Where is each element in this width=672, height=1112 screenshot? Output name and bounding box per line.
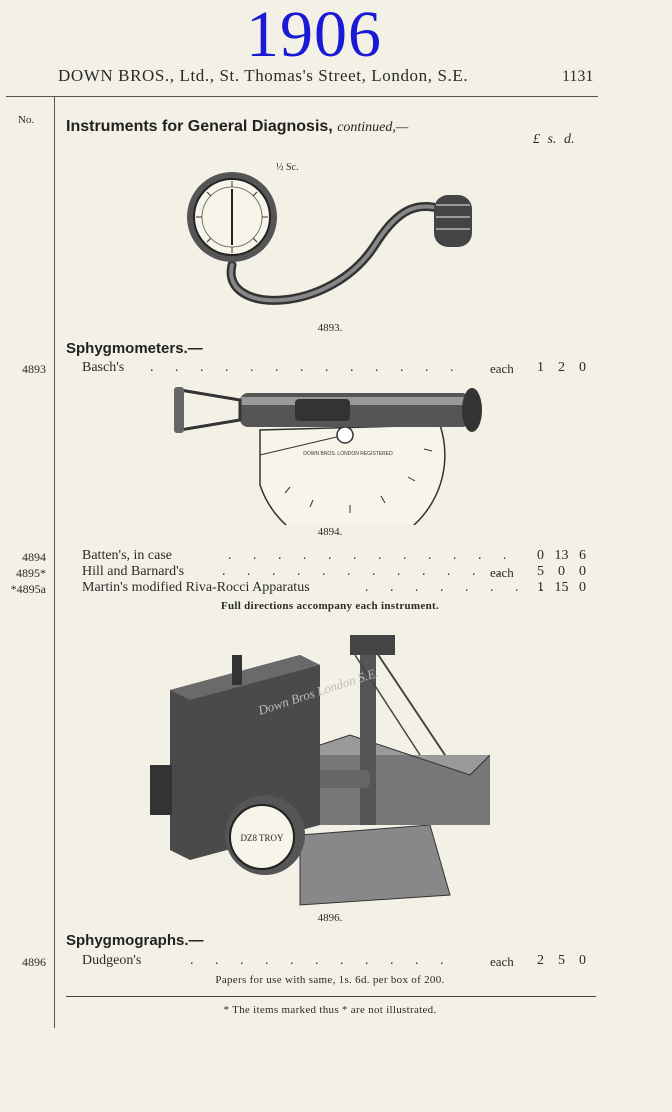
figure-scale: ½ Sc.: [276, 162, 299, 173]
year-stamp: 1906: [246, 0, 382, 71]
price-pence: 0: [579, 564, 586, 579]
page-number: 1131: [562, 68, 594, 85]
header-rule: [6, 96, 598, 97]
item-unit: each: [490, 361, 514, 376]
figure-4896-illustration: Down Bros London S.E. DZ8 TROY: [150, 635, 491, 906]
item-unit: each: [490, 565, 514, 580]
figure-4894-illustration: DOWN BROS. LONDON REGISTERED: [174, 387, 482, 525]
figure-4893-illustration: [187, 172, 472, 305]
price-pounds: 1: [537, 360, 544, 375]
footnote: * The items marked thus * are not illust…: [223, 1004, 437, 1016]
item-price: 0 13 6: [530, 548, 600, 564]
leader-dots: . . . . . . . . . . .: [190, 953, 453, 968]
sphygmographs-heading: Sphygmographs.—: [66, 932, 204, 949]
price-pounds: 2: [537, 953, 544, 968]
dial-lettering: DZ8 TROY: [240, 833, 284, 843]
number-column-heading: No.: [18, 114, 35, 126]
footnote-rule: [66, 996, 596, 997]
section-title: Instruments for General Diagnosis, conti…: [66, 118, 408, 136]
leader-dots: . . . . . . . . . . . .: [222, 564, 510, 579]
price-pence: 0: [579, 360, 586, 375]
papers-note: Papers for use with same, 1s. 6d. per bo…: [215, 974, 445, 986]
price-shillings: 13: [554, 548, 569, 563]
price-pounds: 1: [537, 580, 544, 595]
price-pence: 0: [579, 953, 586, 968]
section-continued: continued,—: [337, 120, 409, 135]
item-name: Hill and Barnard's: [82, 564, 185, 579]
leader-dots: . . . . . . . . . . . .: [228, 548, 516, 563]
item-name: Basch's: [82, 360, 125, 375]
price-shillings: 15: [554, 580, 569, 595]
price-shillings: 2: [558, 360, 565, 375]
item-price: 1 15 0: [530, 580, 600, 596]
price-pounds: 0: [537, 548, 544, 563]
item-unit: each: [490, 954, 514, 969]
item-number: 4893: [22, 362, 46, 376]
page-header: DOWN BROS., Ltd., St. Thomas's Street, L…: [58, 66, 469, 85]
item-number: 4895*: [16, 566, 46, 580]
item-name: Martin's modified Riva-Rocci Apparatus: [82, 580, 310, 595]
item-name: Dudgeon's: [82, 953, 142, 968]
price-pence: 6: [579, 548, 586, 563]
price-pounds: 5: [537, 564, 544, 579]
currency-heading: £ s. d.: [533, 132, 575, 147]
item-number: 4896: [22, 955, 46, 969]
figure-4894-label: 4894.: [317, 526, 343, 538]
directions-note: Full directions accompany each instrumen…: [220, 600, 440, 612]
item-number: *4895a: [10, 582, 46, 596]
figure-4893-label: 4893.: [317, 322, 343, 334]
sphygmometers-heading: Sphygmometers.—: [66, 340, 203, 357]
price-shillings: 0: [558, 564, 565, 579]
price-pence: 0: [579, 580, 586, 595]
figure-4896-label: 4896.: [317, 912, 343, 924]
item-name: Batten's, in case: [82, 548, 172, 563]
leader-dots: . . . . . . . . . . . . .: [150, 360, 463, 375]
section-title-text: Instruments for General Diagnosis,: [66, 118, 333, 135]
item-number: 4894: [22, 550, 46, 564]
price-shillings: 5: [558, 953, 565, 968]
number-column-rule: [54, 96, 55, 1028]
leader-dots: . . . . . . . . .: [365, 580, 578, 595]
dial-engraving: DOWN BROS. LONDON REGISTERED: [303, 451, 393, 457]
